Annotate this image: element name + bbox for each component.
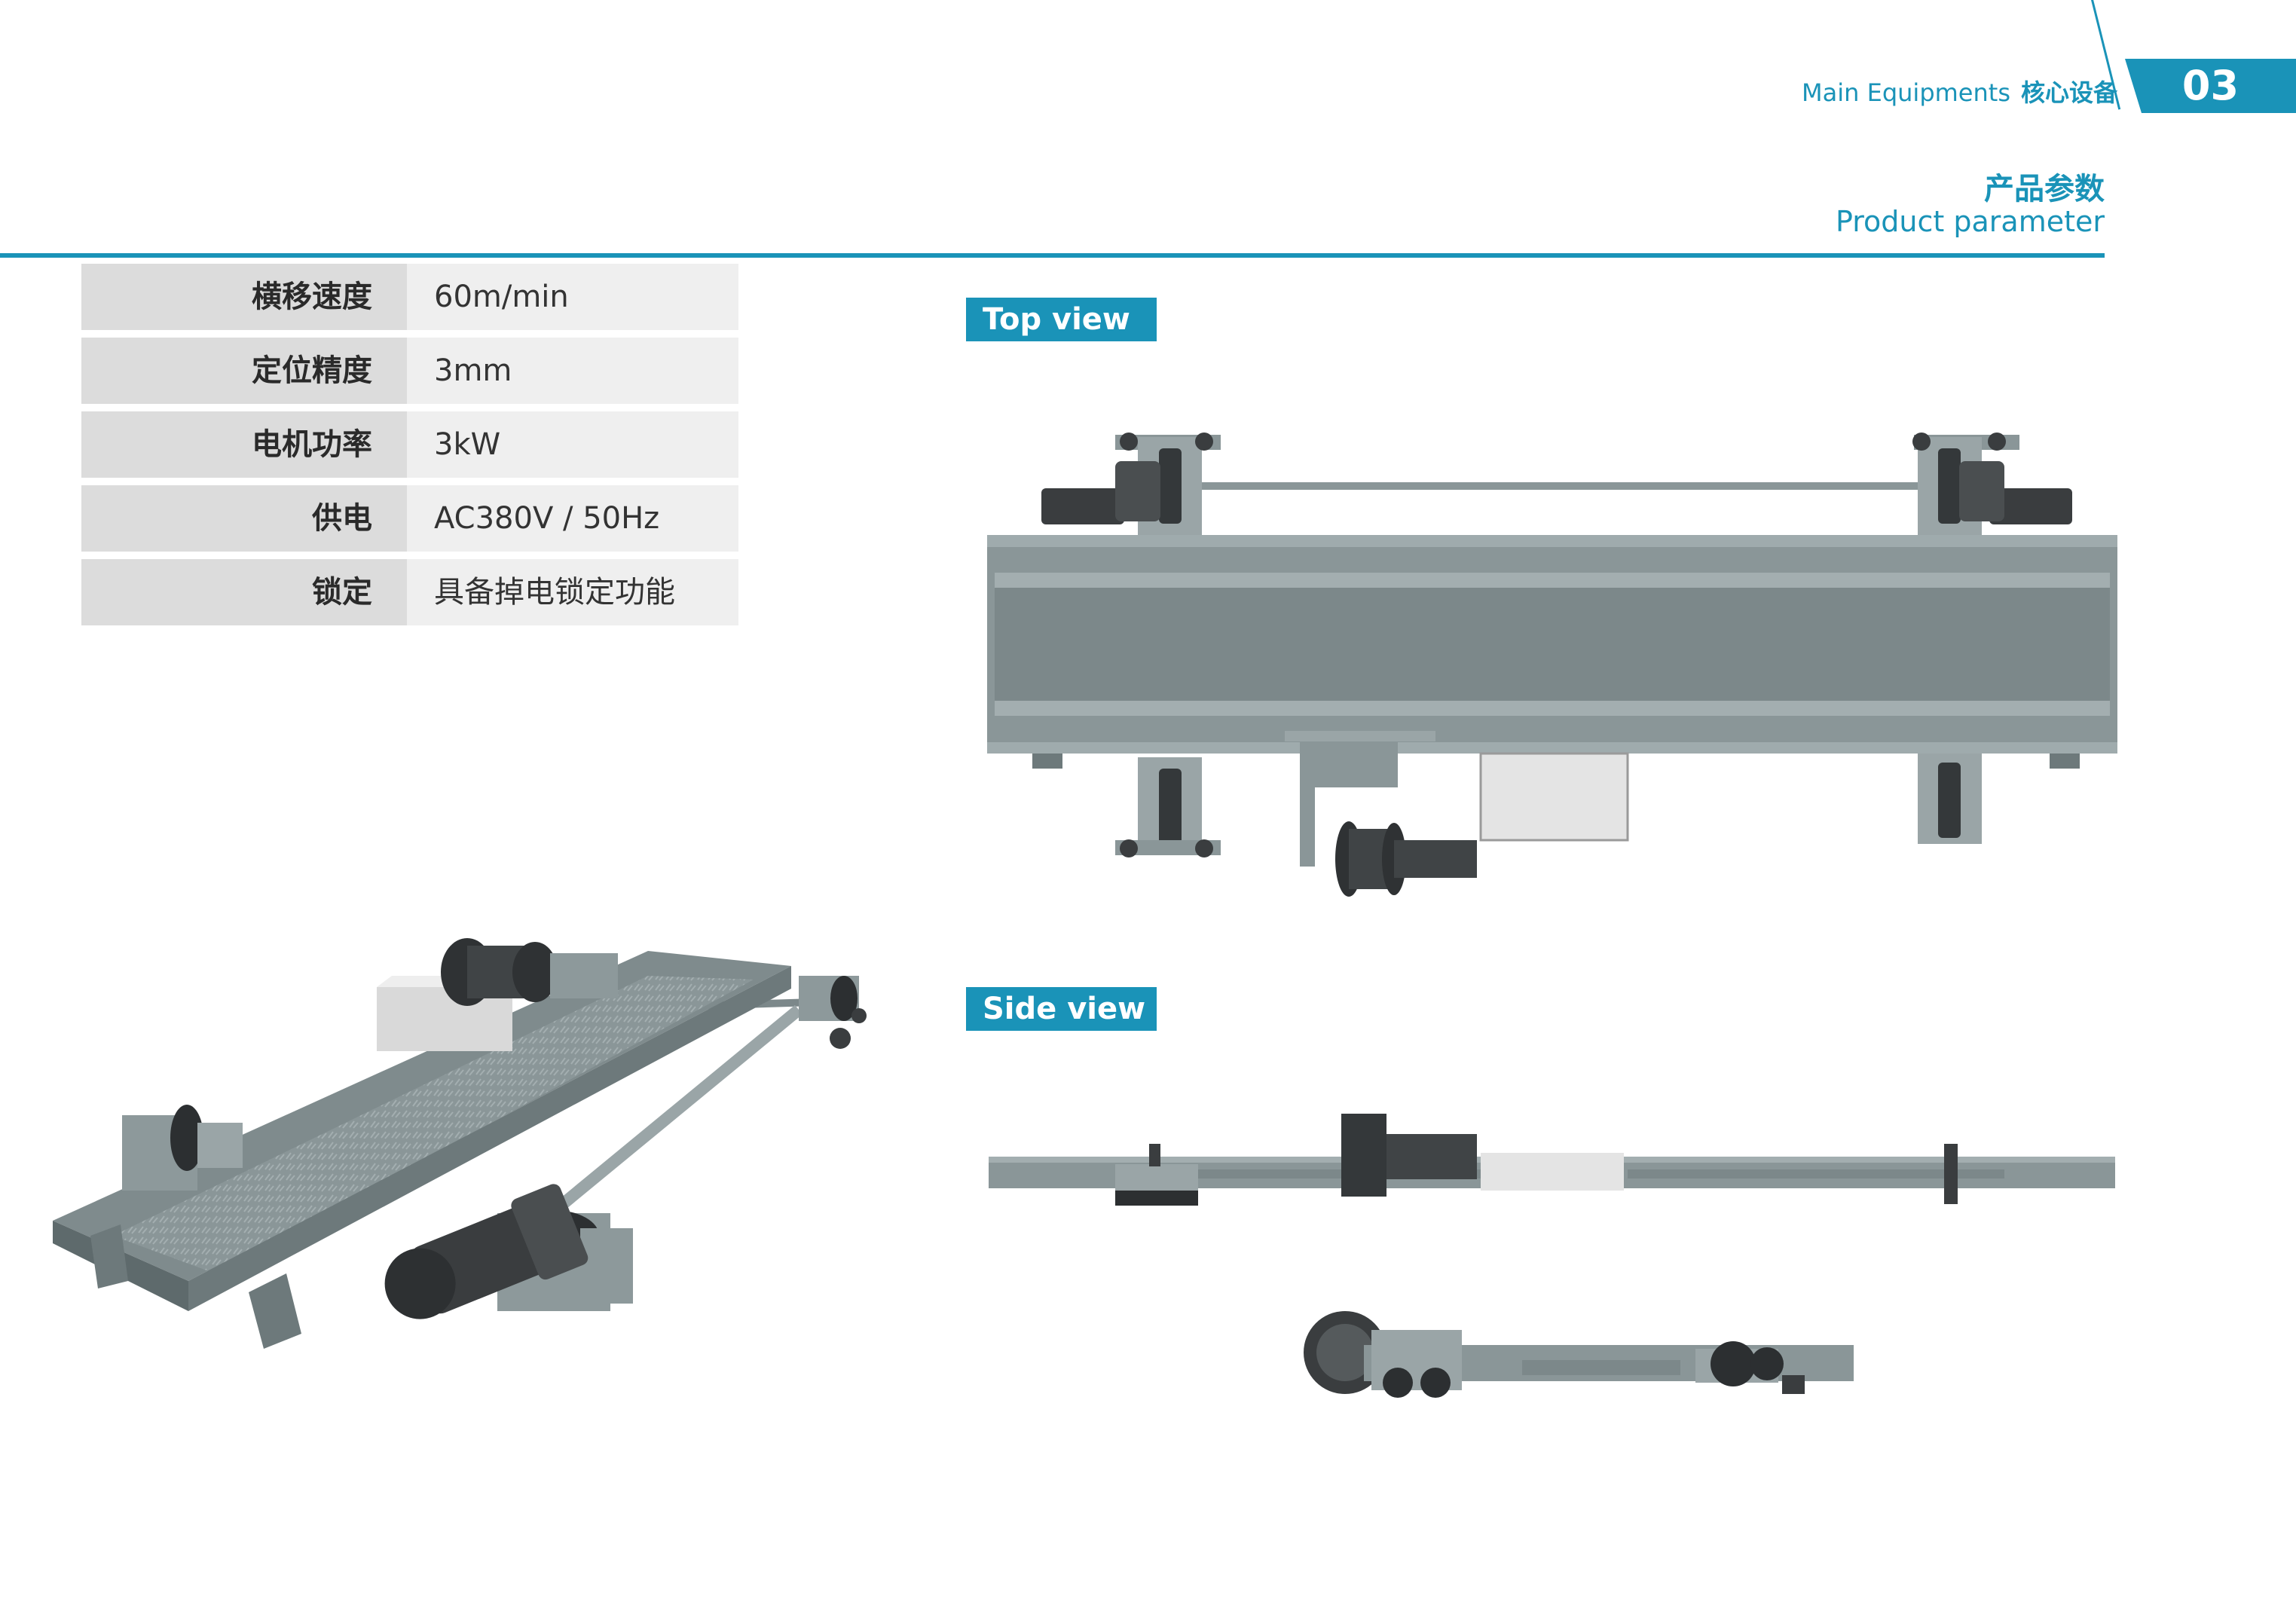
control-box: [1481, 1153, 1624, 1191]
spec-value: 具备掉电锁定功能: [407, 559, 738, 625]
spec-row: 定位精度 3mm: [81, 338, 738, 404]
spec-value: 3kW: [407, 411, 738, 478]
cable-reel: [1341, 1114, 1386, 1197]
section-label-zh: 核心设备: [2020, 78, 2117, 107]
header-rule: [0, 253, 2105, 258]
wheel: [1750, 1347, 1784, 1380]
section-label: Main Equipments 核心设备: [1733, 74, 2117, 109]
spec-key: 锁定: [81, 559, 407, 625]
gear-motor: [1959, 461, 2072, 524]
wheel: [1938, 448, 1961, 524]
side-view-label: Side view: [966, 987, 1157, 1031]
spec-key: 定位精度: [81, 338, 407, 404]
page-title-en: Product parameter: [1836, 205, 2105, 238]
spec-key: 横移速度: [81, 264, 407, 330]
spec-table: 横移速度 60m/min 定位精度 3mm 电机功率 3kW 供电 AC380V…: [81, 264, 738, 633]
spec-row: 锁定 具备掉电锁定功能: [81, 559, 738, 625]
spec-value: 3mm: [407, 338, 738, 404]
top-view-label: Top view: [966, 298, 1157, 341]
spec-row: 电机功率 3kW: [81, 411, 738, 478]
wheel: [1420, 1368, 1451, 1398]
cable-reel: [1335, 821, 1477, 897]
control-box: [1479, 752, 1629, 842]
wheel: [1383, 1368, 1413, 1398]
spec-key: 供电: [81, 485, 407, 552]
page-number-tab: [2125, 59, 2296, 113]
section-label-en: Main Equipments: [1802, 78, 2010, 107]
wheel: [1711, 1341, 1756, 1386]
spec-row: 供电 AC380V / 50Hz: [81, 485, 738, 552]
spec-key: 电机功率: [81, 411, 407, 478]
spec-value: AC380V / 50Hz: [407, 485, 738, 552]
wheel: [1938, 763, 1961, 838]
wheel: [1159, 448, 1182, 524]
page-title-zh: 产品参数: [1984, 172, 2105, 206]
page-number: 03: [2181, 62, 2239, 109]
wheel: [1159, 769, 1182, 844]
spec-value: 60m/min: [407, 264, 738, 330]
gear-motor: [1041, 461, 1160, 524]
spec-row: 横移速度 60m/min: [81, 264, 738, 330]
cable-reel: [441, 938, 558, 1006]
gear-motor: [384, 1184, 589, 1319]
